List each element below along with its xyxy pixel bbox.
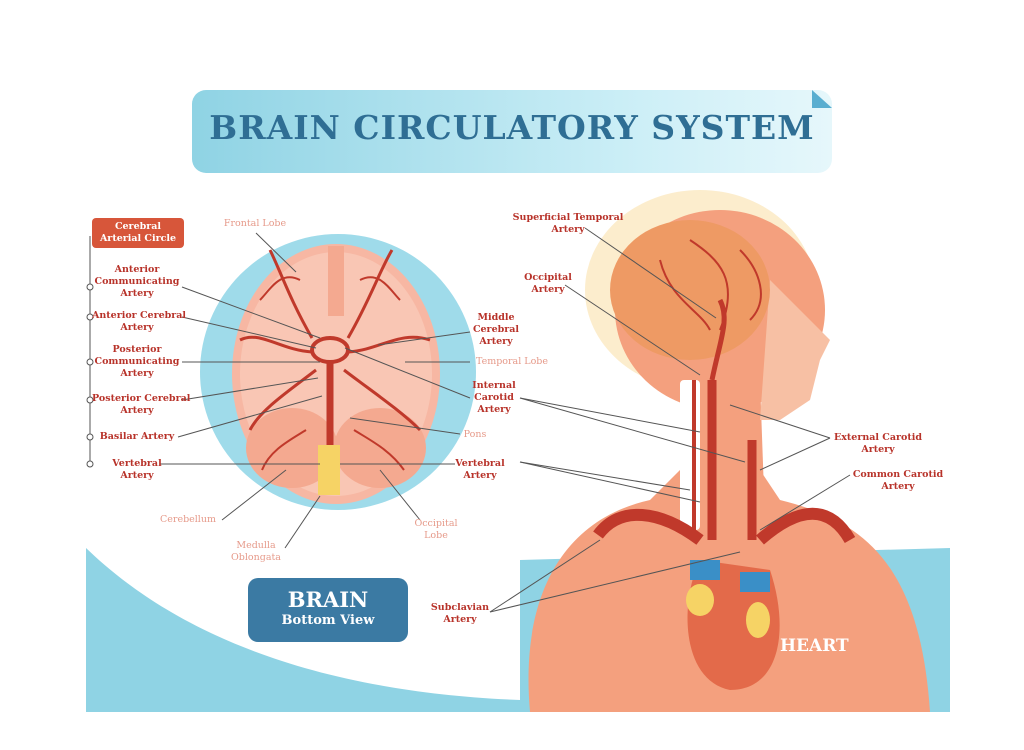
torso-and-head — [528, 190, 930, 712]
brain-bottom-view-box: BRAIN Bottom View — [248, 578, 408, 642]
label-pons: Pons — [463, 429, 487, 440]
cerebral-arterial-circle-badge: Cerebral Arterial Circle — [92, 218, 184, 248]
brain-box-subtitle: Bottom View — [281, 613, 375, 628]
heart-label: HEART — [780, 636, 849, 656]
label-cerebellum: Cerebellum — [160, 514, 216, 525]
leader-dots — [86, 283, 94, 468]
brain-bottom-view — [232, 244, 440, 504]
teal-background-swoosh — [86, 548, 520, 712]
label-frontal-lobe: Frontal Lobe — [223, 218, 287, 229]
badge-line-2: Arterial Circle — [99, 233, 177, 244]
diagram-title: BRAIN CIRCULATORY SYSTEM — [209, 108, 815, 147]
badge-line-1: Cerebral — [114, 221, 162, 232]
label-basilar-artery: Basilar Artery — [99, 431, 175, 442]
brain-box-title: BRAIN — [287, 587, 369, 612]
title-banner — [192, 90, 832, 173]
leader-lines — [89, 227, 851, 613]
label-temporal-lobe: Temporal Lobe — [475, 356, 549, 367]
